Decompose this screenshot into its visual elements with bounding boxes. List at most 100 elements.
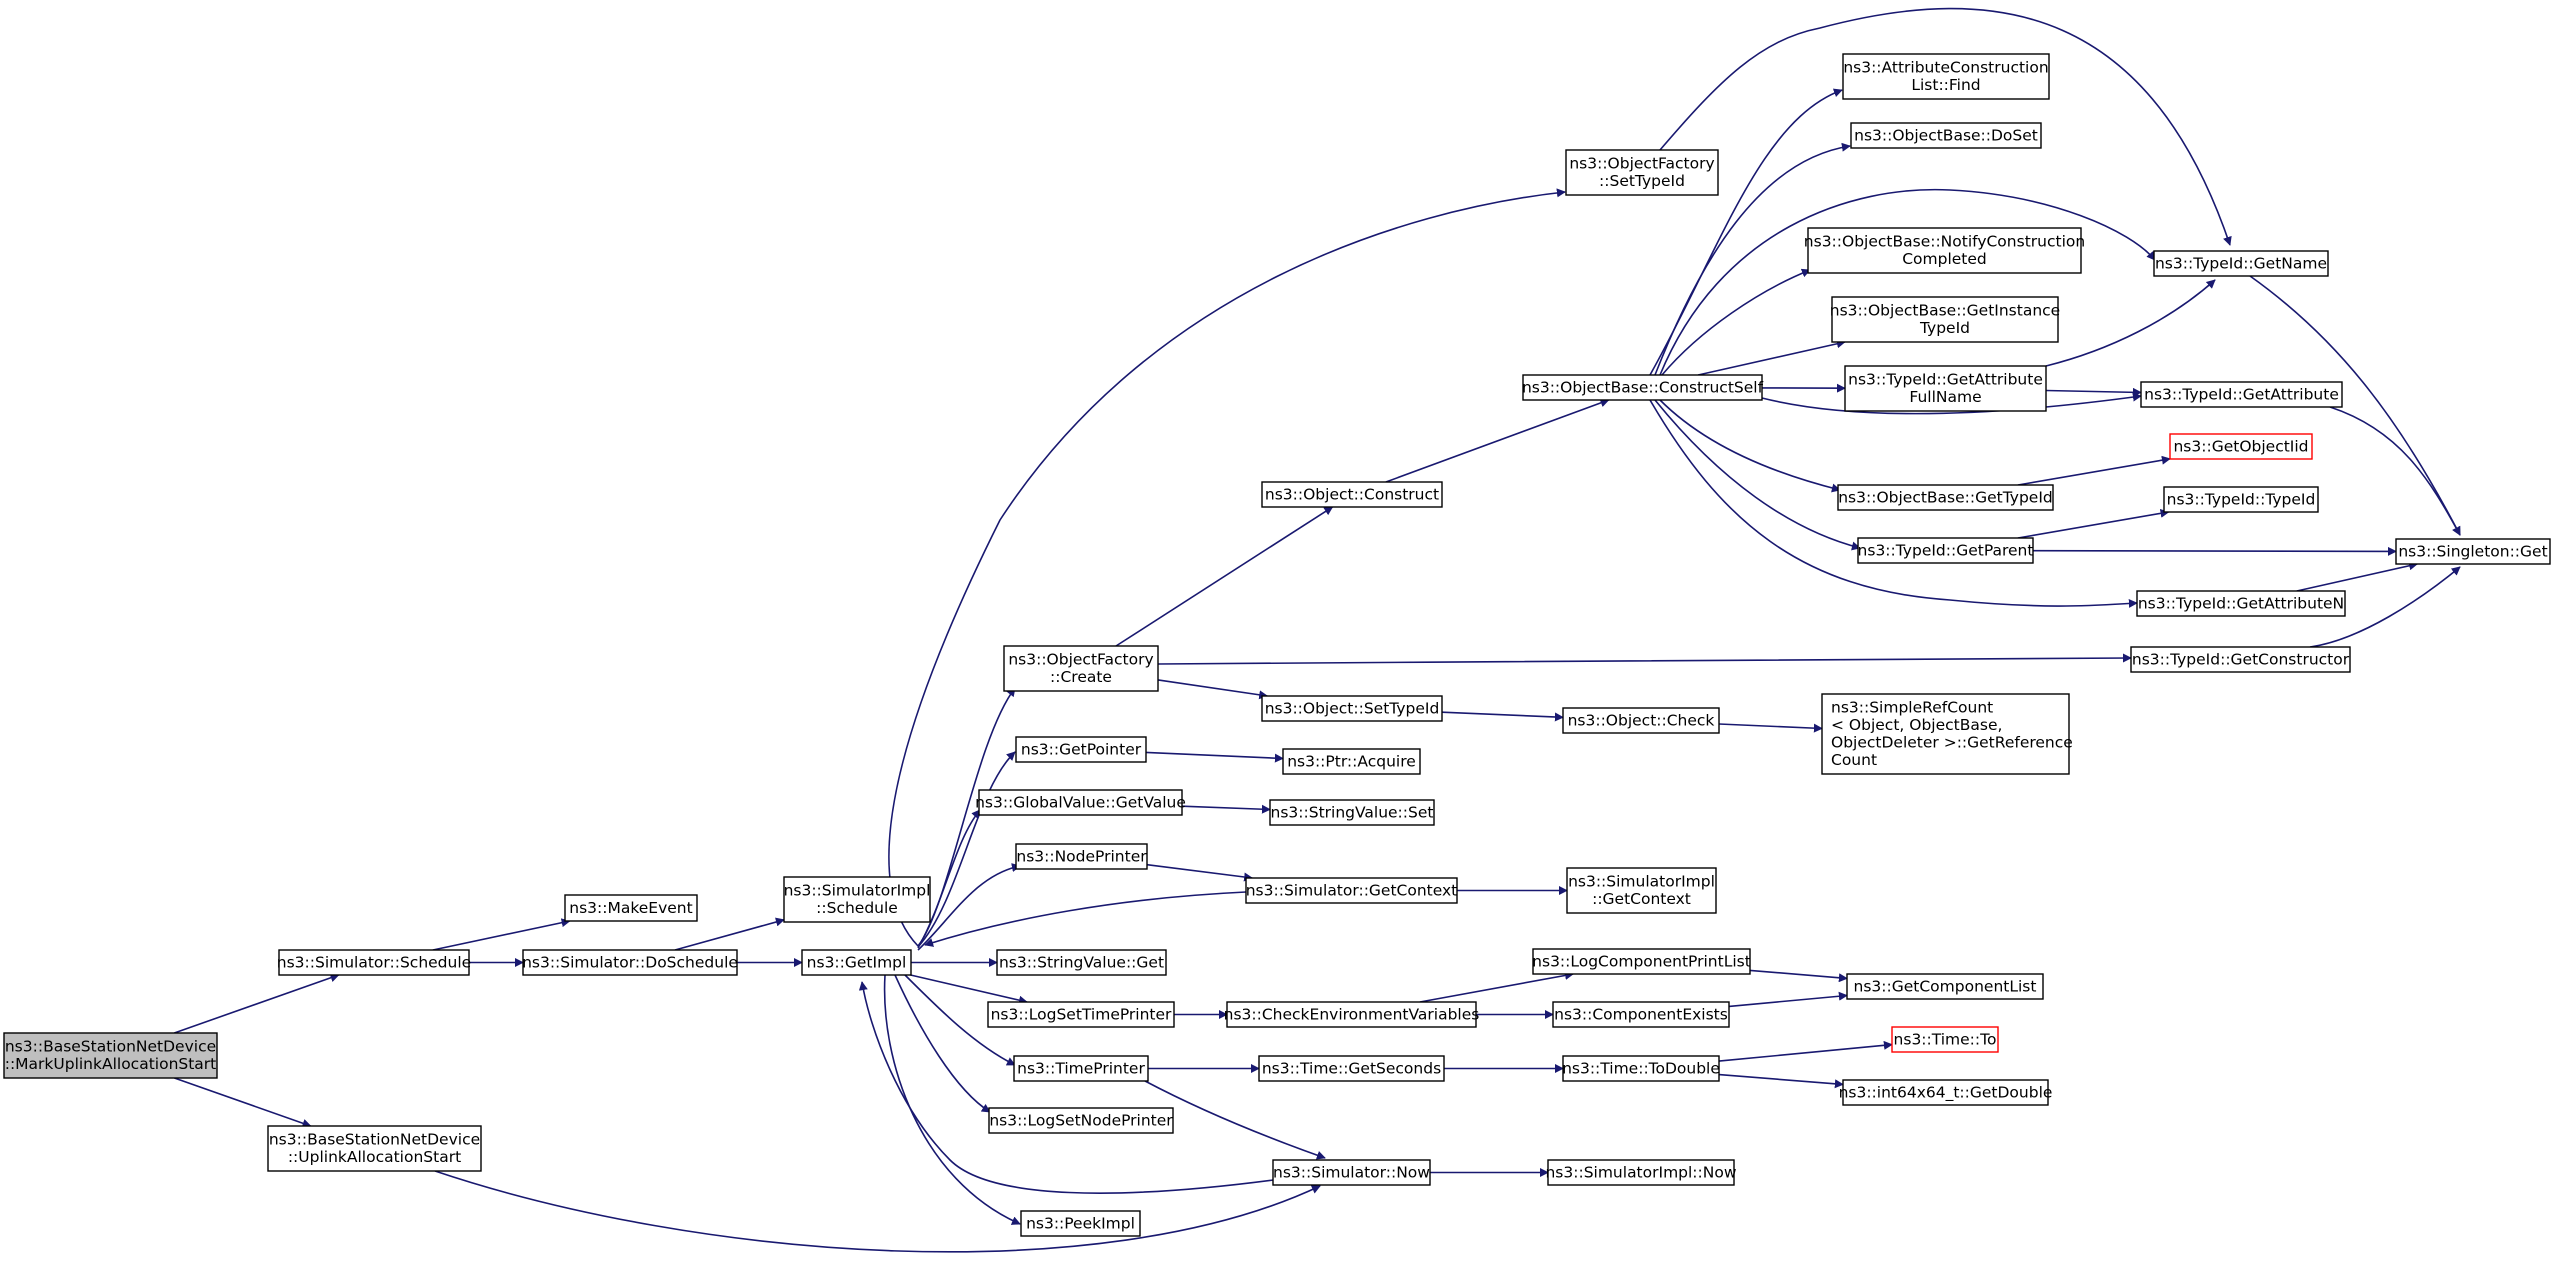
edge-n30-to-n41 — [1718, 1040, 1893, 1062]
graph-node-n46[interactable]: ns3::TypeId::TypeId — [2163, 486, 2319, 513]
graph-node-n37[interactable]: ns3::ObjectBase::GetTypeId — [1837, 484, 2054, 511]
node-label-line: ns3::SimulatorImpl::Now — [1545, 1163, 1736, 1181]
edges-layer — [174, 7, 2461, 1253]
graph-node-n31[interactable]: ns3::SimulatorImpl::Now — [1545, 1159, 1737, 1186]
node-box — [2140, 381, 2343, 408]
node-box — [1562, 707, 1720, 734]
graph-node-n29[interactable]: ns3::ComponentExists — [1552, 1001, 1730, 1028]
edge-n37-to-n45 — [2017, 455, 2171, 486]
graph-node-n40[interactable]: ns3::GetComponentList — [1846, 973, 2044, 1000]
edge-n44-to-n49 — [2329, 406, 2461, 536]
graph-node-n33[interactable]: ns3::ObjectBase::DoSet — [1850, 122, 2042, 149]
graph-node-n48[interactable]: ns3::TypeId::GetConstructor — [2130, 646, 2351, 673]
graph-node-n15[interactable]: ns3::PeekImpl — [1020, 1210, 1141, 1237]
edge-n6-to-n8 — [917, 751, 1016, 948]
node-label-line: ns3::GetComponentList — [1854, 977, 2037, 995]
edge-n10-to-n21 — [1146, 863, 1254, 882]
graph-node-n26[interactable]: ns3::Object::Check — [1562, 707, 1720, 734]
graph-node-n25[interactable]: ns3::ObjectBase::ConstructSelf — [1522, 374, 1764, 401]
node-label-line: ns3::TypeId::GetAttribute — [1848, 371, 2043, 389]
edge-n38-to-n46 — [2017, 508, 2170, 539]
node-box — [278, 949, 470, 976]
graph-node-n39[interactable]: ns3::SimpleRefCount< Object, ObjectBase,… — [1821, 693, 2073, 775]
node-box — [1842, 53, 2050, 100]
node-box — [3, 1032, 218, 1079]
node-box — [1807, 227, 2082, 274]
graph-node-n12[interactable]: ns3::LogSetTimePrinter — [987, 1001, 1175, 1028]
graph-node-n4[interactable]: ns3::Simulator::DoSchedule — [522, 949, 738, 976]
node-label-line: ns3::Object::SetTypeId — [1265, 699, 1440, 717]
node-label-line: < Object, ObjectBase, — [1831, 716, 2002, 734]
node-label-line: ns3::Time::GetSeconds — [1262, 1059, 1441, 1077]
graph-node-n27[interactable]: ns3::SimulatorImpl::GetContext — [1566, 867, 1717, 914]
edge-n43-to-n49 — [2249, 275, 2461, 536]
graph-node-n45[interactable]: ns3::GetObjectIid — [2169, 433, 2313, 460]
node-label-line: Count — [1831, 751, 1877, 769]
node-label-line: ObjectDeleter >::GetReference — [1831, 734, 2073, 752]
graph-node-n19[interactable]: ns3::Ptr::Acquire — [1282, 748, 1421, 775]
graph-node-n30[interactable]: ns3::Time::ToDouble — [1562, 1055, 1720, 1082]
graph-node-n9[interactable]: ns3::GlobalValue::GetValue — [975, 789, 1186, 816]
graph-node-n13[interactable]: ns3::TimePrinter — [1013, 1055, 1149, 1082]
node-box — [1846, 973, 2044, 1000]
node-label-line: ns3::Simulator::GetContext — [1246, 881, 1458, 899]
node-box — [1015, 736, 1147, 763]
node-label-line: ns3::CheckEnvironmentVariables — [1224, 1005, 1480, 1023]
graph-node-n43[interactable]: ns3::TypeId::GetName — [2153, 250, 2329, 277]
edge-n18-to-n26 — [1441, 711, 1564, 722]
graph-node-n34[interactable]: ns3::ObjectBase::NotifyConstructionCompl… — [1804, 227, 2085, 274]
node-label-line: ns3::Simulator::Schedule — [277, 953, 471, 971]
node-label-line: ns3::StringValue::Set — [1271, 803, 1434, 821]
graph-node-n8[interactable]: ns3::GetPointer — [1015, 736, 1147, 763]
node-label-line: ns3::SimpleRefCount — [1831, 699, 1993, 717]
graph-node-n23[interactable]: ns3::Time::GetSeconds — [1258, 1055, 1445, 1082]
edge-n36-to-n43 — [2045, 279, 2216, 367]
edge-n25-to-n47 — [1649, 399, 2138, 608]
edge-n6-to-n14 — [894, 974, 991, 1113]
graph-node-n44[interactable]: ns3::TypeId::GetAttribute — [2140, 381, 2343, 408]
graph-node-n18[interactable]: ns3::Object::SetTypeId — [1261, 695, 1443, 722]
node-box — [522, 949, 738, 976]
graph-node-n7[interactable]: ns3::ObjectFactory::Create — [1003, 645, 1159, 692]
graph-node-n22[interactable]: ns3::CheckEnvironmentVariables — [1224, 1001, 1480, 1028]
graph-node-n3[interactable]: ns3::MakeEvent — [564, 894, 698, 922]
graph-node-n1[interactable]: ns3::Simulator::Schedule — [277, 949, 471, 976]
graph-node-n38[interactable]: ns3::TypeId::GetParent — [1857, 537, 2034, 564]
edge-n28-to-n40 — [1749, 969, 1848, 983]
graph-node-n47[interactable]: ns3::TypeId::GetAttributeN — [2136, 590, 2346, 617]
node-label-line: ::SetTypeId — [1599, 172, 1685, 190]
edge-n25-to-n43 — [1659, 188, 2156, 376]
graph-node-n0[interactable]: ns3::BaseStationNetDevice::MarkUplinkAll… — [3, 1032, 218, 1079]
node-label-line: ns3::PeekImpl — [1026, 1214, 1135, 1232]
graph-node-n17[interactable]: ns3::Object::Construct — [1261, 481, 1443, 508]
graph-node-n2[interactable]: ns3::BaseStationNetDevice::UplinkAllocat… — [267, 1125, 482, 1172]
graph-node-n41[interactable]: ns3::Time::To — [1891, 1026, 1999, 1053]
node-label-line: ns3::TypeId::TypeId — [2167, 490, 2316, 508]
graph-node-n6[interactable]: ns3::GetImpl — [801, 949, 912, 976]
node-box — [1566, 867, 1717, 914]
graph-node-n49[interactable]: ns3::Singleton::Get — [2395, 538, 2551, 565]
edge-n6-to-n12 — [910, 974, 1028, 1005]
graph-node-n24[interactable]: ns3::Simulator::Now — [1272, 1159, 1431, 1186]
edge-n25-to-n34 — [1661, 268, 1811, 376]
graph-node-n5[interactable]: ns3::SimulatorImpl::Schedule — [783, 876, 931, 923]
graph-node-n11[interactable]: ns3::StringValue::Get — [996, 949, 1167, 976]
graph-node-n10[interactable]: ns3::NodePrinter — [1015, 843, 1148, 870]
graph-node-n14[interactable]: ns3::LogSetNodePrinter — [988, 1107, 1174, 1134]
graph-node-n16[interactable]: ns3::ObjectFactory::SetTypeId — [1565, 149, 1719, 196]
node-label-line: ::Schedule — [816, 899, 898, 917]
graph-node-n42[interactable]: ns3::int64x64_t::GetDouble — [1839, 1079, 2053, 1106]
node-label-line: ns3::ObjectFactory — [1008, 651, 1153, 669]
graph-node-n28[interactable]: ns3::LogComponentPrintList — [1532, 948, 1751, 975]
node-label-line: ns3::TypeId::GetParent — [1858, 541, 2034, 559]
edge-n17-to-n25 — [1385, 398, 1610, 483]
node-label-line: ns3::TypeId::GetName — [2155, 254, 2327, 272]
node-box — [2169, 433, 2313, 460]
graph-node-n20[interactable]: ns3::StringValue::Set — [1269, 799, 1435, 826]
node-label-line: ns3::ObjectBase::GetTypeId — [1838, 488, 2053, 506]
graph-node-n21[interactable]: ns3::Simulator::GetContext — [1245, 877, 1458, 904]
node-label-line: ns3::LogSetNodePrinter — [989, 1111, 1173, 1129]
